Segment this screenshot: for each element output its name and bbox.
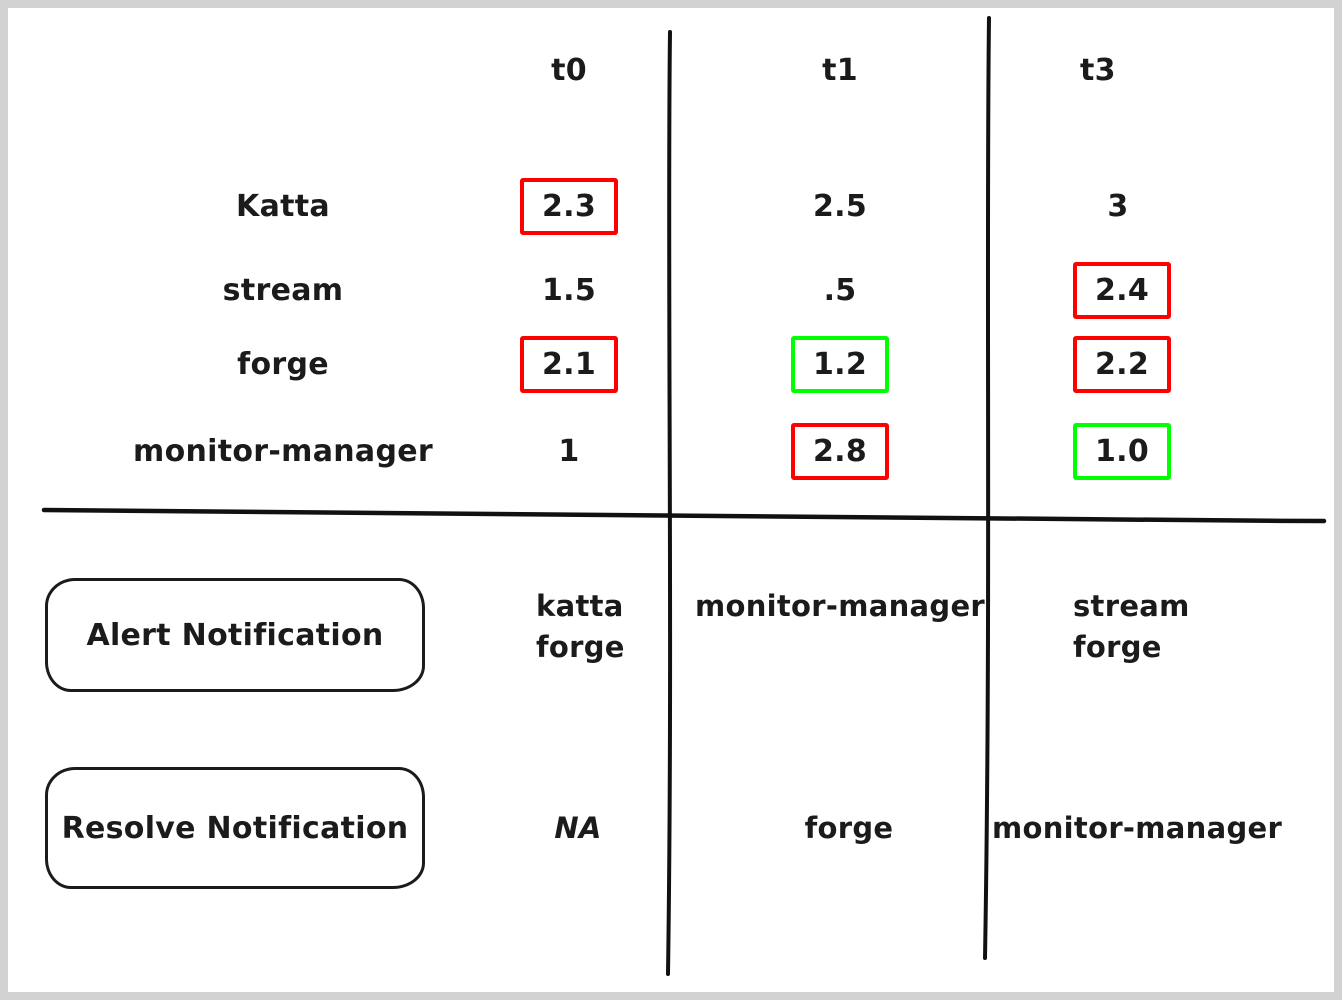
matrix-cell-monitor-t3: 1.0 xyxy=(988,419,1334,483)
matrix-cell-forge-t1: 1.2 xyxy=(670,332,988,396)
matrix-cell-forge-t0: 2.1 xyxy=(438,332,670,396)
alert-notification-row: Alert Notification katta forge monitor-m… xyxy=(8,570,1334,700)
alert-cell-t3: stream forge xyxy=(988,570,1334,700)
alert-targets-t0: katta forge xyxy=(536,586,625,668)
resolve-notification-row: Resolve Notification NA forge monitor-ma… xyxy=(8,760,1334,896)
matrix-cell-forge-t3: 2.2 xyxy=(988,332,1334,396)
alert-cell-t1: monitor-manager xyxy=(670,570,988,700)
matrix-cell-monitor-t0: 1 xyxy=(438,419,670,483)
resolve-target: monitor-manager xyxy=(992,811,1283,845)
value-box: 1 xyxy=(558,433,580,469)
alert-targets-t3: stream forge xyxy=(1073,586,1190,668)
matrix-row-forge: forge 2.1 1.2 2.2 xyxy=(8,332,1334,396)
resolve-cell-t3: monitor-manager xyxy=(988,760,1334,896)
matrix-cell-stream-t1: .5 xyxy=(670,258,988,322)
row-label-katta: Katta xyxy=(236,188,330,224)
matrix-cell-katta-t1: 2.5 xyxy=(670,174,988,238)
value-box: .5 xyxy=(823,272,857,308)
row-label-monitor-manager: monitor-manager xyxy=(133,433,433,469)
value-box: 2.2 xyxy=(1073,335,1172,393)
value-box: 2.4 xyxy=(1073,261,1172,319)
matrix-cell-stream-t0: 1.5 xyxy=(438,258,670,322)
matrix-cell-stream-t3: 2.4 xyxy=(988,258,1334,322)
row-label-stream: stream xyxy=(222,272,344,308)
alert-targets-t1: monitor-manager xyxy=(695,586,985,627)
alert-target: katta xyxy=(536,589,624,623)
value-box: 2.3 xyxy=(519,177,619,235)
value-box: 2.5 xyxy=(812,188,868,224)
header-spacer xyxy=(8,44,438,96)
matrix-cell-katta-t3: 3 xyxy=(988,174,1334,238)
resolve-target: NA xyxy=(554,811,602,845)
value-box: 2.1 xyxy=(519,335,619,393)
resolve-notification-label: Resolve Notification xyxy=(45,767,425,889)
whiteboard-canvas: t0 t1 t3 Katta 2.3 2.5 3 stream 1.5 .5 2… xyxy=(8,8,1334,992)
matrix-cell-katta-t0: 2.3 xyxy=(438,174,670,238)
column-header-t3: t3 xyxy=(1080,52,1116,88)
alert-cell-t0: katta forge xyxy=(438,570,670,700)
horizontal-divider xyxy=(41,507,1327,524)
alert-target: monitor-manager xyxy=(694,589,986,623)
alert-notification-label: Alert Notification xyxy=(45,578,425,692)
column-header-t0: t0 xyxy=(551,52,587,88)
value-box: 1.0 xyxy=(1073,422,1172,480)
alert-target: forge xyxy=(1073,630,1162,664)
alert-target: stream xyxy=(1073,589,1190,623)
matrix-cell-monitor-t1: 2.8 xyxy=(670,419,988,483)
resolve-cell-t0: NA xyxy=(438,760,670,896)
value-box: 2.8 xyxy=(790,422,890,480)
header-row: t0 t1 t3 xyxy=(8,44,1334,96)
matrix-row-katta: Katta 2.3 2.5 3 xyxy=(8,174,1334,238)
column-header-t1: t1 xyxy=(822,52,858,88)
resolve-target: forge xyxy=(804,811,894,845)
value-box: 1.5 xyxy=(541,272,597,308)
resolve-pill-cell: Resolve Notification xyxy=(8,760,438,896)
matrix-row-monitor-manager: monitor-manager 1 2.8 1.0 xyxy=(8,419,1334,483)
matrix-row-stream: stream 1.5 .5 2.4 xyxy=(8,258,1334,322)
value-box: 1.2 xyxy=(790,335,890,393)
alert-target: forge xyxy=(536,630,625,664)
resolve-cell-t1: forge xyxy=(670,760,988,896)
row-label-forge: forge xyxy=(237,346,329,382)
value-box: 3 xyxy=(1107,188,1129,224)
alert-pill-cell: Alert Notification xyxy=(8,570,438,700)
